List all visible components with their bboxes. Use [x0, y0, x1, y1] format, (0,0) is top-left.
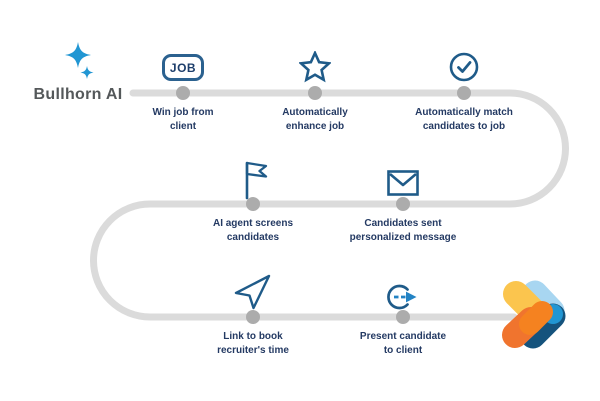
step-label-send-message: Candidates sent personalized message — [349, 218, 457, 243]
step-label-screen-candidates: AI agent screens candidates — [212, 218, 294, 243]
job-badge-icon: JOB — [162, 54, 204, 81]
bullhorn-chevron-logo — [502, 280, 566, 349]
path-node — [246, 197, 260, 211]
path-node — [457, 86, 471, 100]
sparkle-icon — [65, 42, 94, 79]
step-label-win-job: Win job from client — [152, 107, 214, 132]
path-node — [176, 86, 190, 100]
step-label-present-candidate: Present candidate to client — [359, 331, 447, 356]
brand-block: Bullhorn AI — [18, 42, 138, 104]
job-badge-label: JOB — [169, 60, 197, 75]
brand-name: Bullhorn AI — [33, 86, 123, 103]
path-node — [308, 86, 322, 100]
step-label-enhance-job: Automatically enhance job — [282, 107, 348, 132]
present-arrow-icon — [387, 284, 417, 310]
path-node — [396, 310, 410, 324]
star-icon — [299, 51, 331, 83]
step-label-book-time: Link to book recruiter's time — [217, 331, 289, 356]
check-circle-icon — [449, 52, 479, 82]
flag-icon — [245, 161, 268, 200]
path-node — [246, 310, 260, 324]
step-label-match-candidates: Automatically match candidates to job — [415, 107, 513, 132]
send-arrow-icon — [234, 274, 271, 310]
path-node — [396, 197, 410, 211]
envelope-icon — [387, 170, 419, 196]
